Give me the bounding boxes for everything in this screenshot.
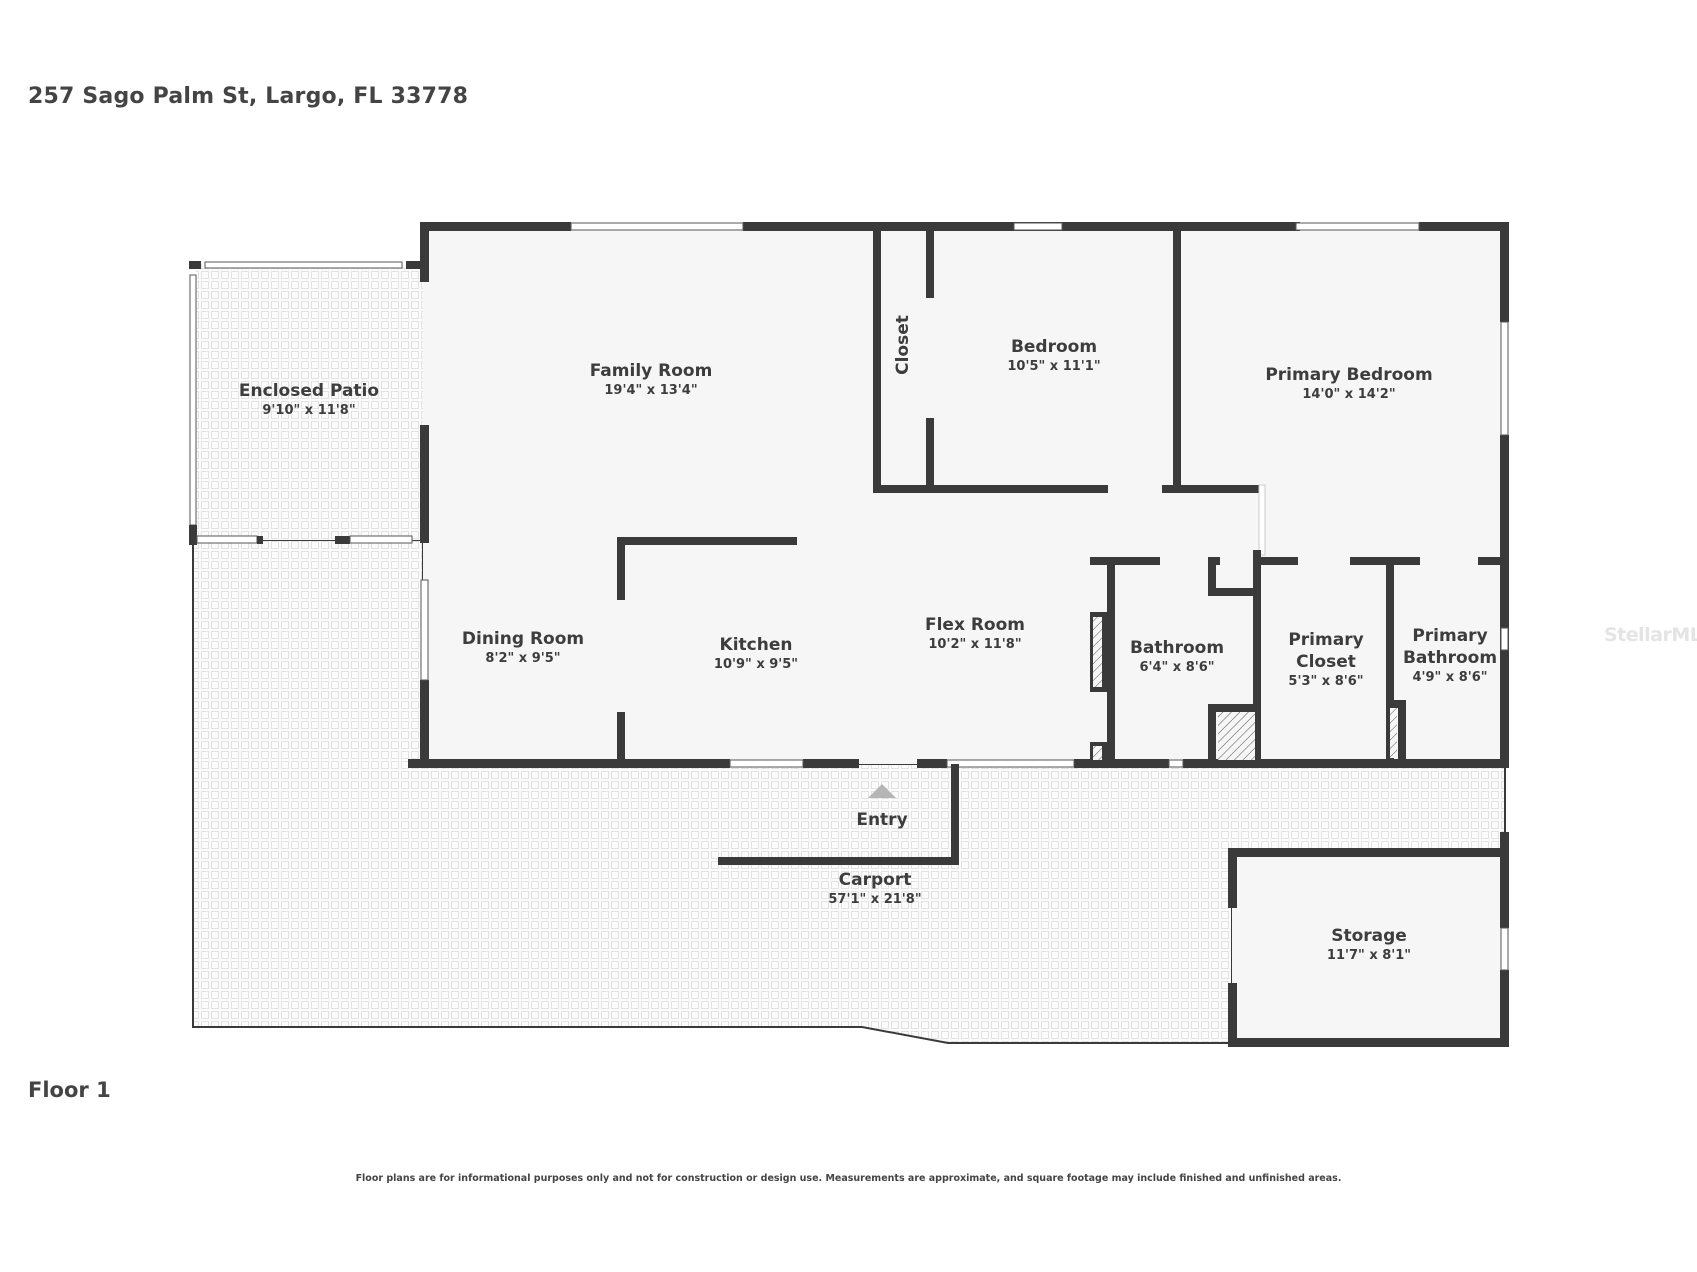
room-name-line1: Primary — [1412, 626, 1488, 646]
room-dims: 10'5" x 11'1" — [1007, 359, 1101, 374]
room-bedroom: Bedroom 10'5" x 11'1" — [1007, 336, 1100, 376]
room-carport: Carport 57'1" x 21'8" — [828, 869, 921, 909]
room-dims: 4'9" x 8'6" — [1412, 670, 1488, 685]
room-name-line2: Bathroom — [1402, 648, 1498, 668]
stellarmls-watermark: StellarMLS — [1604, 624, 1697, 646]
room-dims: 8'2" x 9'5" — [485, 651, 561, 666]
room-dims: 10'2" x 11'8" — [928, 637, 1022, 652]
room-name: Family Room — [589, 361, 713, 381]
enclosed-patio-area — [189, 261, 423, 545]
room-flex-room: Flex Room 10'2" x 11'8" — [925, 614, 1025, 654]
room-name: Dining Room — [461, 629, 585, 649]
room-dims: 19'4" x 13'4" — [604, 383, 698, 398]
room-bathroom: Bathroom 6'4" x 8'6" — [1130, 637, 1224, 677]
room-name-line2: Closet — [1296, 652, 1356, 672]
room-name: Bedroom — [1010, 337, 1098, 357]
room-dims: 57'1" x 21'8" — [828, 892, 922, 907]
room-name: Entry — [856, 810, 908, 830]
storage-walls — [1228, 764, 1509, 1047]
room-dims: 6'4" x 8'6" — [1139, 660, 1215, 675]
room-name-line1: Primary — [1288, 630, 1364, 650]
room-name: Storage — [1331, 926, 1407, 946]
room-dims: 10'9" x 9'5" — [713, 657, 799, 672]
room-entry: Entry — [856, 809, 907, 831]
room-dims: 5'3" x 8'6" — [1288, 674, 1364, 689]
room-enclosed-patio: Enclosed Patio 9'10" x 11'8" — [239, 380, 379, 420]
property-address: 257 Sago Palm St, Largo, FL 33778 — [28, 84, 469, 109]
room-primary-closet: Primary Closet 5'3" x 8'6" — [1288, 629, 1363, 691]
room-dims: 14'0" x 14'2" — [1302, 387, 1396, 402]
room-name: Carport — [838, 870, 912, 890]
room-name: Kitchen — [719, 635, 793, 655]
room-dims: 11'7" x 8'1" — [1326, 948, 1412, 963]
room-primary-bedroom: Primary Bedroom 14'0" x 14'2" — [1265, 364, 1432, 404]
walls — [408, 222, 1509, 768]
disclaimer: Floor plans are for informational purpos… — [355, 1173, 1342, 1184]
room-kitchen: Kitchen 10'9" x 9'5" — [714, 634, 798, 674]
room-dims: 9'10" x 11'8" — [262, 403, 356, 418]
room-name: Enclosed Patio — [238, 381, 380, 401]
entry-walls — [718, 764, 959, 865]
room-name: Bathroom — [1129, 638, 1225, 658]
room-dining-room: Dining Room 8'2" x 9'5" — [462, 628, 584, 668]
entry-arrow-icon — [868, 784, 896, 798]
house-interior — [423, 224, 1505, 1043]
room-closet: Closet — [893, 315, 913, 375]
room-storage: Storage 11'7" x 8'1" — [1327, 925, 1411, 965]
room-family-room: Family Room 19'4" x 13'4" — [590, 360, 713, 400]
room-primary-bathroom: Primary Bathroom 4'9" x 8'6" — [1403, 625, 1497, 687]
room-name: Primary Bedroom — [1265, 365, 1433, 385]
room-name: Flex Room — [924, 615, 1026, 635]
floor-label: Floor 1 — [28, 1078, 111, 1102]
